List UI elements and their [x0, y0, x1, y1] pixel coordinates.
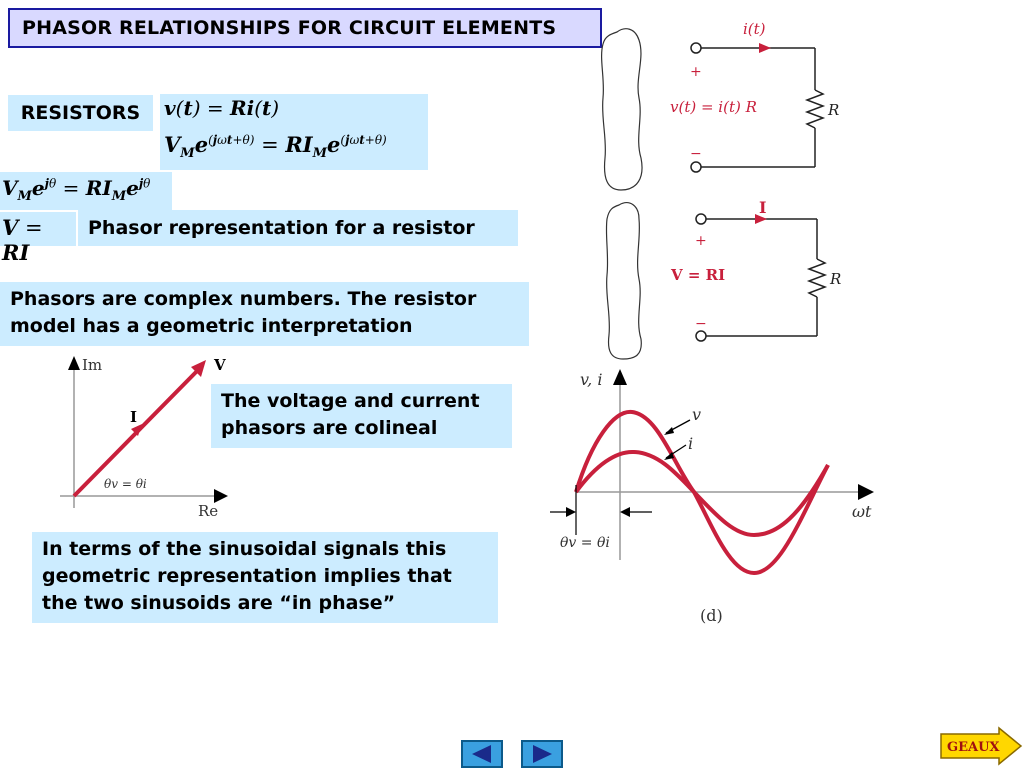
colineal-text: The voltage and current phasors are coli… [211, 384, 512, 448]
circuit-bottom-resistor-label: R [829, 270, 841, 288]
circuit-top-blob [600, 28, 643, 191]
circuit-bottom-terminal-minus [695, 330, 707, 342]
phasor-caption: Phasor representation for a resistor [78, 210, 518, 246]
page-title: PHASOR RELATIONSHIPS FOR CIRCUIT ELEMENT… [8, 8, 602, 48]
equation-exponential: VMe(jωt+θ) = RIMe(jωt+θ) [164, 132, 387, 162]
waveform-i-label: i [688, 434, 693, 453]
circuit-bottom-minus: − [695, 316, 707, 332]
waveform-plot: v, i ωt v i θv = θi (d) [550, 369, 874, 625]
waveform-x-label: ωt [852, 502, 872, 521]
circuit-top-resistor-label: R [827, 101, 839, 119]
equation-box-vri: V = RI [0, 212, 76, 265]
waveform-i-curve [574, 449, 830, 538]
circuit-bottom: I + − V = RI R [605, 198, 841, 360]
circuit-bottom-current-arrow [755, 214, 767, 224]
prev-button[interactable] [461, 740, 503, 768]
circuit-top-terminal-plus [690, 42, 702, 54]
waveform-x-axis-arrow [858, 484, 874, 500]
equation-phasor-exp: VMejθ = RIMejθ [2, 176, 151, 204]
re-axis-arrow [214, 489, 228, 503]
theta-right-arrow [620, 507, 630, 517]
circuit-top-plus: + [690, 64, 702, 80]
circuit-top-current-label: i(t) [743, 20, 766, 38]
geaux-label: GEAUX [947, 740, 1000, 755]
circuit-bottom-resistor [806, 258, 828, 298]
re-label: Re [198, 502, 218, 520]
next-button[interactable] [521, 740, 563, 768]
phasor-diagram: Im Re V I θv = θi [60, 356, 228, 520]
circuit-top-resistor [804, 89, 826, 129]
circuit-bottom-current-label: I [759, 198, 766, 217]
waveform-theta-label: θv = θi [560, 535, 610, 551]
theta-label: θv = θi [104, 477, 147, 491]
triangle-left-icon [472, 745, 491, 763]
resistors-label: RESISTORS [8, 95, 153, 131]
i-phasor-arrow [131, 424, 142, 436]
circuit-top-terminal-minus [690, 161, 702, 173]
im-label: Im [82, 356, 102, 374]
v-phasor-arrow [191, 360, 206, 377]
circuit-bottom-terminal-plus [695, 213, 707, 225]
equation-v-ri: V = RI [2, 215, 43, 265]
waveform-y-axis-arrow [613, 369, 627, 385]
triangle-right-icon [533, 745, 552, 763]
circuit-bottom-blob [605, 202, 642, 360]
circuit-top: i(t) + − v(t) = i(t) R R [600, 20, 839, 191]
equation-ohm-time: v(t) = Ri(t) [164, 96, 280, 120]
circuit-top-minus: − [690, 146, 702, 162]
circuit-top-current-arrow [759, 43, 771, 53]
waveform-caption: (d) [700, 606, 723, 625]
waveform-y-label: v, i [580, 370, 602, 389]
in-phase-text: In terms of the sinusoidal signals this … [32, 532, 498, 623]
geaux-button[interactable]: GEAUX [939, 726, 1023, 766]
circuit-bottom-plus: + [695, 233, 707, 249]
equation-box-time-domain: v(t) = Ri(t) VMe(jωt+θ) = RIMe(jωt+θ) [160, 94, 428, 170]
v-phasor-label: V [213, 356, 226, 374]
im-axis-arrow [68, 356, 80, 370]
circuit-top-relation: v(t) = i(t) R [670, 98, 757, 116]
i-phasor-label: I [130, 408, 137, 426]
complex-numbers-text: Phasors are complex numbers. The resisto… [0, 282, 529, 346]
circuit-bottom-relation: V = RI [670, 266, 725, 284]
waveform-v-label: v [692, 405, 701, 424]
equation-box-phasor: VMejθ = RIMejθ [0, 172, 172, 210]
theta-left-arrow [566, 507, 576, 517]
